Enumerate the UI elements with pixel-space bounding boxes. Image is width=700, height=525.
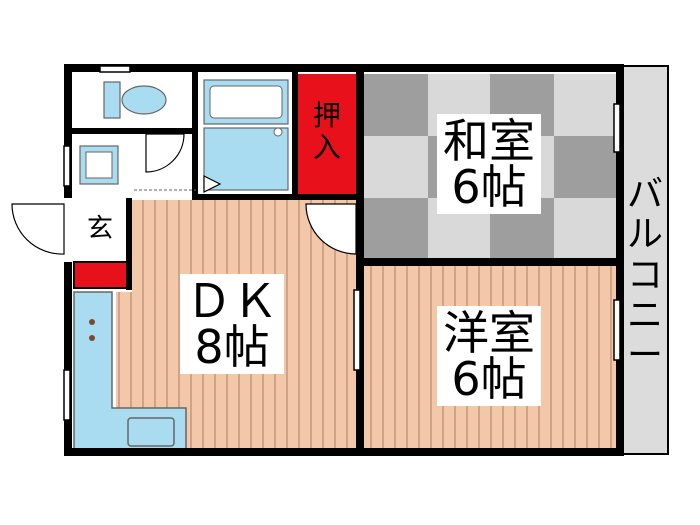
oshiire-storage xyxy=(298,74,356,194)
walls xyxy=(64,64,624,456)
youshitsu-size: 6帖 xyxy=(451,352,527,406)
sink-icon xyxy=(127,417,175,447)
doors xyxy=(11,133,357,255)
youshitsu-label: 洋室 6帖 xyxy=(437,306,541,406)
windows xyxy=(63,65,621,421)
oshiire-label-top: 押 xyxy=(312,99,341,132)
bath-floor-icon xyxy=(203,127,289,191)
washitsu-size: 6帖 xyxy=(451,160,527,214)
youshitsu-name: 洋室 xyxy=(443,306,535,360)
balcony-label-text: バルコニー xyxy=(626,174,663,377)
oshiire-label: 押 入 xyxy=(307,99,347,165)
balcony-label: バルコニー xyxy=(625,174,665,377)
toilet-tank-icon xyxy=(103,81,121,119)
faucet-icon xyxy=(273,127,283,137)
dk-label: ＤＫ 8帖 xyxy=(180,274,284,374)
stove-burner-icon xyxy=(89,319,95,325)
dk-name: ＤＫ xyxy=(186,274,278,328)
washitsu-label: 和室 6帖 xyxy=(437,114,541,214)
dk-size: 8帖 xyxy=(194,320,270,374)
bathtub-inner-icon xyxy=(209,85,283,119)
stove-burner-icon xyxy=(89,335,95,341)
washitsu-name: 和室 xyxy=(443,114,535,168)
genkan-label: 玄 xyxy=(87,214,114,244)
oshiire-label-bottom: 入 xyxy=(312,131,341,165)
washbasin-bowl-icon xyxy=(85,151,113,179)
genkan-area xyxy=(74,204,126,258)
toilet-bowl-icon xyxy=(121,85,167,115)
shoe-cabinet xyxy=(73,261,131,289)
